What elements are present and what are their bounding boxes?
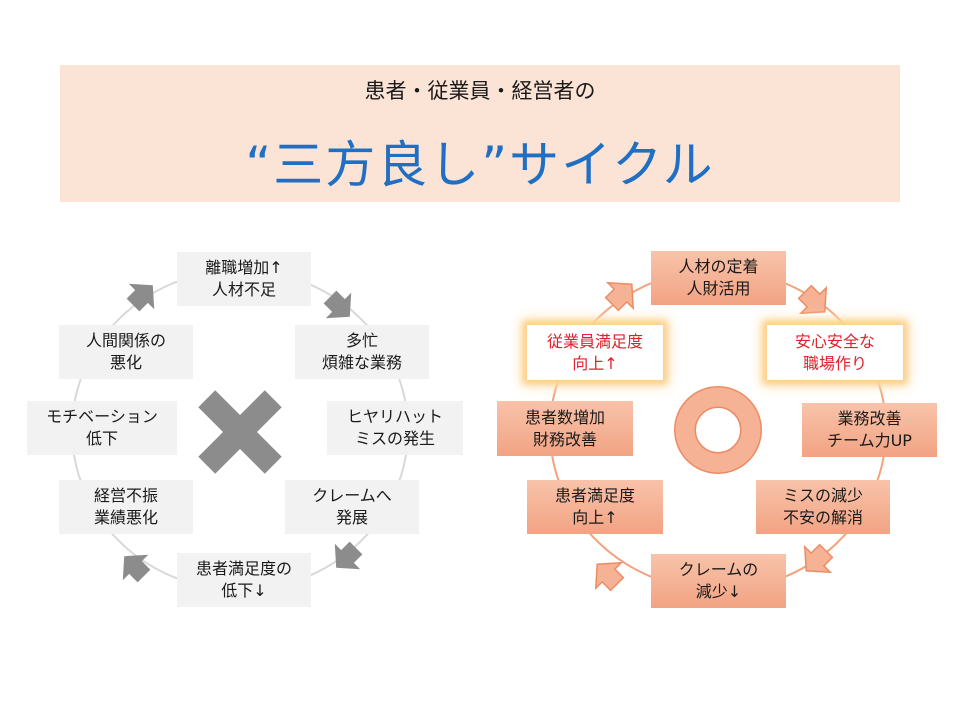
- positive-node-safe-workplace: 安心安全な 職場作り: [767, 325, 903, 380]
- arrow-icon: [126, 283, 155, 312]
- arrow-icon: [594, 561, 625, 592]
- negative-node-relationships: 人間関係の 悪化: [59, 325, 193, 379]
- title-main: “三方良し”サイクル: [245, 136, 715, 194]
- arrow-icon: [797, 284, 828, 315]
- positive-node-patient-satisfaction: 患者満足度 向上↑: [527, 480, 663, 534]
- arrow-icon: [122, 554, 151, 583]
- arrow-icon: [323, 290, 352, 319]
- positive-node-retention: 人材の定着 人財活用: [651, 251, 786, 305]
- title-banner: 患者・従業員・経営者の “三方良し”サイクル: [60, 65, 900, 202]
- positive-node-fewer-complaints: クレームの 減少↓: [651, 554, 786, 608]
- cross-icon: [198, 390, 282, 474]
- positive-node-employee-satisfaction: 従業員満足度 向上↑: [527, 325, 663, 380]
- negative-cycle-arrows: [122, 283, 363, 583]
- positive-node-fewer-mistakes: ミスの減少 不安の解消: [756, 480, 890, 534]
- negative-node-business-slump: 経営不振 業績悪化: [59, 480, 193, 534]
- negative-node-complaints: クレームへ 発展: [285, 480, 419, 534]
- arrow-icon: [803, 543, 834, 574]
- negative-node-busy: 多忙 煩雑な業務: [295, 325, 429, 379]
- arrow-icon: [334, 541, 363, 570]
- negative-node-incidents: ヒヤリハット ミスの発生: [327, 401, 463, 455]
- negative-node-patient-satisfaction: 患者満足度の 低下↓: [177, 553, 311, 607]
- positive-cycle-arrows: [594, 281, 834, 592]
- negative-node-turnover: 離職増加↑ 人材不足: [177, 252, 311, 306]
- positive-node-finances: 患者数増加 財務改善: [497, 401, 633, 456]
- negative-node-motivation: モチベーション 低下: [27, 401, 177, 455]
- arrow-icon: [604, 281, 635, 312]
- positive-node-teamwork: 業務改善 チーム力UP: [802, 403, 937, 457]
- title-subtitle: 患者・従業員・経営者の: [364, 79, 596, 103]
